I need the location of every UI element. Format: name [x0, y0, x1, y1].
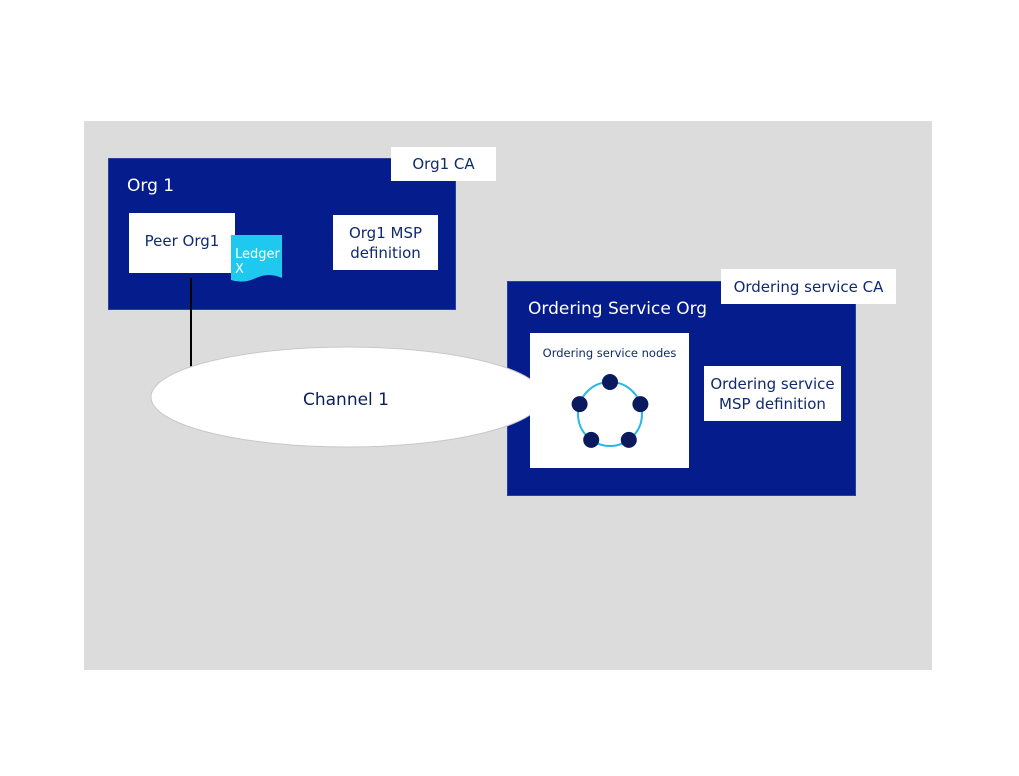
peer-org1-box: Peer Org1: [129, 213, 235, 273]
peer-org1-label: Peer Org1: [144, 232, 220, 250]
ordering-nodes-label: Ordering service nodes: [542, 346, 677, 360]
ledger-label: Ledger X: [235, 247, 280, 277]
org1-msp-box: Org1 MSP definition: [333, 215, 438, 270]
ledger-icon: [231, 235, 282, 282]
ordering-node-icon: [632, 396, 649, 413]
ordering-org-title: Ordering Service Org: [528, 299, 708, 319]
org1-ca-box: Org1 CA: [391, 147, 496, 181]
ordering-nodes-ring: [571, 374, 649, 448]
ordering-node-icon: [583, 431, 600, 448]
ordering-node-icon: [571, 396, 588, 413]
org1-title: Org 1: [127, 176, 175, 196]
ordering-node-icon: [602, 374, 618, 390]
ordering-ca-label: Ordering service CA: [733, 277, 884, 296]
org1-msp-label: Org1 MSP definition: [348, 223, 423, 262]
ordering-ca-box: Ordering service CA: [721, 269, 896, 304]
ordering-msp-label: Ordering service MSP definition: [710, 374, 835, 413]
peer-channel-link: [190, 278, 192, 368]
ordering-msp-box: Ordering service MSP definition: [704, 366, 841, 421]
ordering-node-icon: [620, 431, 637, 448]
org1-ca-label: Org1 CA: [412, 155, 475, 173]
channel-label: Channel 1: [302, 390, 389, 410]
